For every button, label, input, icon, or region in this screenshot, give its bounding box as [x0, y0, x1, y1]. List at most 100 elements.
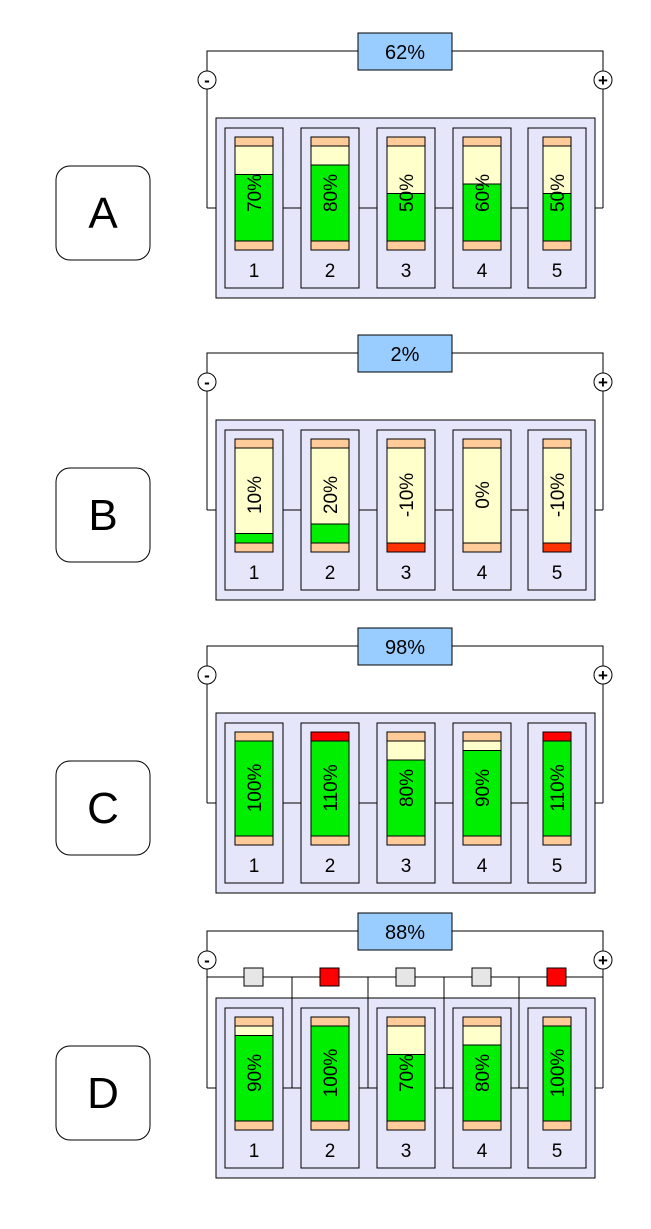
- cell-charge-label: 50%: [397, 174, 418, 212]
- negative-terminal-icon: -: [197, 372, 217, 392]
- scenario-letter-box: B: [55, 467, 151, 563]
- scenario-letter: D: [87, 1069, 119, 1118]
- positive-terminal-icon: +: [593, 70, 613, 90]
- cell-number: 4: [477, 1141, 488, 1162]
- battery-cell: -10% 3: [376, 429, 436, 591]
- cell-top-terminal: [234, 1016, 274, 1027]
- pack-level-label: 62%: [357, 32, 453, 71]
- cell-charge-label: 80%: [473, 1054, 494, 1092]
- undercharge-indicator: [386, 542, 426, 553]
- cell-number: 3: [401, 856, 412, 877]
- cell-top-terminal: [386, 731, 426, 742]
- cell-number: 2: [325, 563, 336, 584]
- terminal-sign: -: [204, 951, 210, 970]
- cell-charge-label: 90%: [245, 1054, 266, 1092]
- cell-charge-fill: [462, 1044, 502, 1122]
- cell-bottom-terminal: [542, 1120, 572, 1131]
- cell-top-terminal: [542, 438, 572, 449]
- letter-box-frame: [55, 760, 151, 856]
- cell-bottom-terminal: [462, 835, 502, 846]
- battery-cell: 50%5: [527, 127, 587, 289]
- cell-number: 5: [552, 563, 563, 584]
- battery-cell: 70%1: [224, 127, 284, 289]
- cell-charge-fill: [310, 740, 350, 837]
- terminal-circle: [593, 372, 613, 392]
- terminal-sign: -: [204, 373, 210, 392]
- overcharge-indicator: [542, 731, 572, 742]
- cell-charge-fill: [234, 174, 274, 242]
- terminal-circle: [197, 70, 217, 90]
- cell-number: 2: [325, 1141, 336, 1162]
- terminal-sign: -: [204, 71, 210, 90]
- pack-level-label: 88%: [357, 912, 453, 951]
- cell-number: 4: [477, 563, 488, 584]
- cell-top-terminal: [310, 438, 350, 449]
- balancer-indicator-active: [319, 967, 340, 987]
- cell-empty-region: [542, 447, 572, 544]
- cell-bottom-terminal: [234, 240, 274, 251]
- cell-charge-label: 60%: [473, 174, 494, 212]
- cell-charge-label: 80%: [321, 174, 342, 212]
- cell-number: 4: [477, 261, 488, 282]
- cell-number: 3: [401, 1141, 412, 1162]
- cell-bottom-terminal: [462, 542, 502, 553]
- cell-number: 1: [249, 261, 260, 282]
- terminal-sign: +: [598, 951, 608, 970]
- cell-bottom-terminal: [386, 835, 426, 846]
- pack-level-box: [357, 627, 453, 666]
- terminal-circle: [593, 950, 613, 970]
- battery-cell: 100%5: [527, 1007, 587, 1169]
- cell-bottom-terminal: [310, 240, 350, 251]
- cell-charge-label: -10%: [397, 473, 418, 517]
- battery-cell: 90% 1: [224, 1007, 284, 1169]
- positive-terminal-icon: +: [593, 950, 613, 970]
- cell-charge-label: 100%: [245, 764, 266, 813]
- letter-box-frame: [55, 467, 151, 563]
- battery-cell: -10%5: [527, 429, 587, 591]
- battery-cell: 70%3: [376, 1007, 436, 1169]
- balancer-indicator-idle: [243, 967, 264, 987]
- cell-charge-label: 110%: [548, 764, 569, 811]
- battery-cell: 90% 4: [452, 722, 512, 884]
- cell-charge-fill: [386, 193, 426, 242]
- cell-number: 3: [401, 261, 412, 282]
- positive-terminal-icon: +: [593, 665, 613, 685]
- cell-number: 1: [249, 1141, 260, 1162]
- cell-bottom-terminal: [542, 240, 572, 251]
- scenario-b: B-+2%10%120%2-10%30%4-10%5: [55, 334, 613, 601]
- cell-top-terminal: [234, 136, 274, 147]
- cell-bottom-terminal: [234, 1120, 274, 1131]
- negative-terminal-icon: -: [197, 665, 217, 685]
- scenario-letter-box: D: [55, 1045, 151, 1141]
- cell-number: 2: [325, 856, 336, 877]
- pack-level-value: 62%: [385, 42, 425, 64]
- cell-top-terminal: [462, 1016, 502, 1027]
- cell-top-terminal: [542, 136, 572, 147]
- cell-top-terminal: [234, 731, 274, 742]
- letter-box-frame: [55, 1045, 151, 1141]
- cell-charge-label: 110%: [321, 764, 342, 811]
- terminal-sign: -: [204, 666, 210, 685]
- cell-number: 1: [249, 856, 260, 877]
- cell-charge-fill: [310, 1025, 350, 1122]
- terminal-circle: [593, 70, 613, 90]
- cell-top-terminal: [310, 1016, 350, 1027]
- cell-charge-label: 90%: [473, 769, 494, 807]
- terminal-circle: [593, 665, 613, 685]
- cell-number: 4: [477, 856, 488, 877]
- pack-level-value: 88%: [385, 922, 425, 944]
- cell-top-terminal: [462, 438, 502, 449]
- cell-charge-fill: [542, 1025, 572, 1122]
- cell-top-terminal: [386, 438, 426, 449]
- pack-level-value: 2%: [391, 344, 420, 366]
- cell-charge-label: 0%: [473, 481, 494, 509]
- cell-number: 3: [401, 563, 412, 584]
- battery-cell: 100% 1: [224, 722, 284, 884]
- battery-cell: 10%1: [224, 429, 284, 591]
- cell-top-terminal: [462, 731, 502, 742]
- cell-charge-label: 50%: [548, 174, 569, 212]
- balancer-indicator-active: [546, 967, 567, 987]
- cell-top-terminal: [462, 136, 502, 147]
- scenario-letter-box: C: [55, 760, 151, 856]
